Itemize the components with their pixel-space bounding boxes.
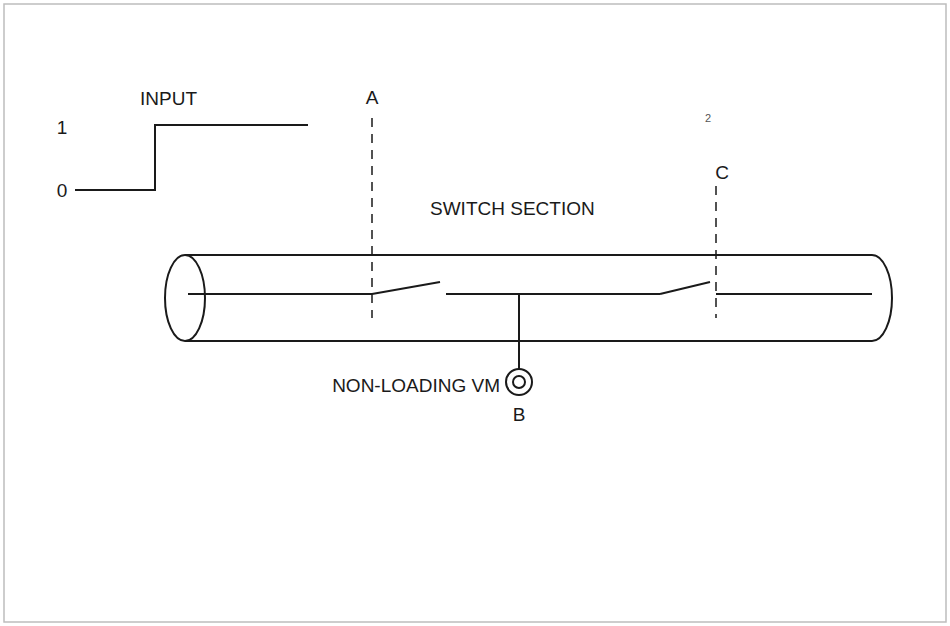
frame bbox=[4, 4, 946, 622]
step-waveform bbox=[75, 125, 308, 190]
signal-name: INPUT bbox=[140, 89, 197, 108]
point-letter: C bbox=[715, 163, 729, 182]
level-value: 0 bbox=[57, 181, 68, 200]
stray-mark: 2 bbox=[705, 113, 711, 124]
coax-cable bbox=[185, 255, 892, 341]
section-name: SWITCH SECTION bbox=[430, 199, 595, 218]
center-conductor bbox=[188, 282, 872, 369]
point-letter: A bbox=[366, 88, 379, 107]
dashed-marker-a bbox=[371, 118, 373, 318]
voltmeter-terminal-inner bbox=[513, 376, 525, 388]
instrument-name: NON-LOADING VM bbox=[332, 376, 500, 395]
voltmeter-terminal bbox=[506, 369, 532, 395]
cable-end bbox=[165, 255, 205, 341]
dashed-marker-c bbox=[715, 186, 717, 318]
level-value: 1 bbox=[57, 118, 68, 137]
point-letter: B bbox=[513, 405, 526, 424]
